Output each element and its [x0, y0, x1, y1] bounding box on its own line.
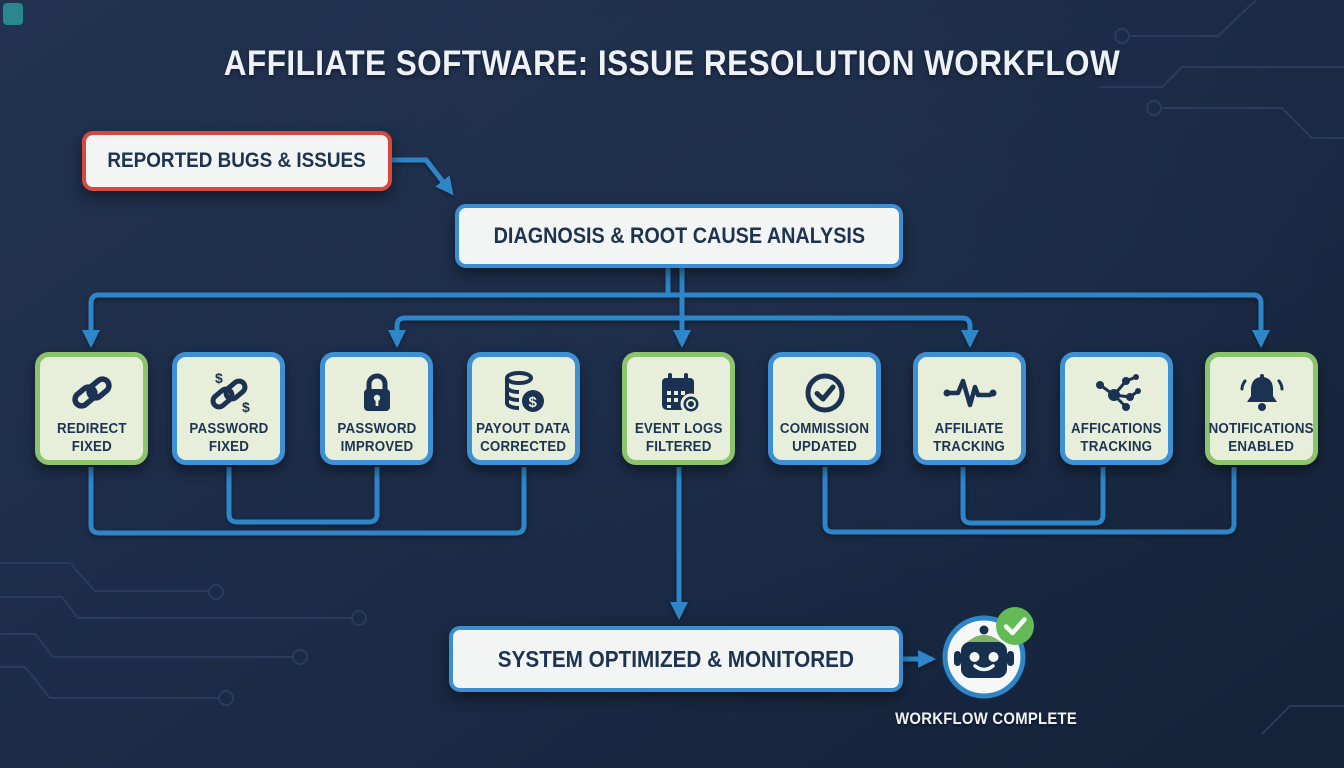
coins-dollar-icon: $ — [499, 370, 549, 416]
link-box7-box8 — [960, 467, 1106, 526]
svg-text:$: $ — [242, 399, 250, 415]
svg-text:$: $ — [528, 394, 537, 411]
pulse-icon — [942, 370, 998, 416]
link-box2-box3 — [226, 467, 380, 525]
workflow-complete-label: WORKFLOW COMPLETE — [895, 710, 1078, 728]
arrow-into-notifications — [668, 292, 1270, 349]
check-badge-icon — [996, 607, 1034, 645]
link-box1-box4 — [88, 467, 527, 536]
dollar-link-icon: $ $ — [204, 370, 254, 416]
check-circle-icon — [803, 370, 847, 416]
corner-accent — [3, 3, 23, 25]
network-icon — [1092, 370, 1142, 416]
padlock-icon — [357, 370, 397, 416]
arrow-reported-to-diagnosis — [392, 157, 454, 196]
node-diagnosis: DIAGNOSIS & ROOT CAUSE ANALYSIS — [455, 204, 903, 268]
page-title: AFFILIATE SOFTWARE: ISSUE RESOLUTION WOR… — [223, 44, 1121, 83]
robot-icon — [942, 607, 1034, 699]
node-system-optimized: SYSTEM OPTIMIZED & MONITORED — [449, 626, 903, 692]
link-box6-box9 — [822, 467, 1237, 535]
calendar-icon — [656, 370, 702, 416]
node-reported-bugs: REPORTED BUGS & ISSUES — [82, 131, 392, 191]
arrow-into-redirect-fixed — [82, 292, 668, 349]
arrow-into-affiliate-tracking — [682, 315, 979, 349]
svg-text:$: $ — [215, 370, 223, 386]
bell-icon — [1238, 370, 1286, 416]
link-icon — [69, 370, 115, 416]
arrow-into-password-improved — [388, 315, 682, 349]
